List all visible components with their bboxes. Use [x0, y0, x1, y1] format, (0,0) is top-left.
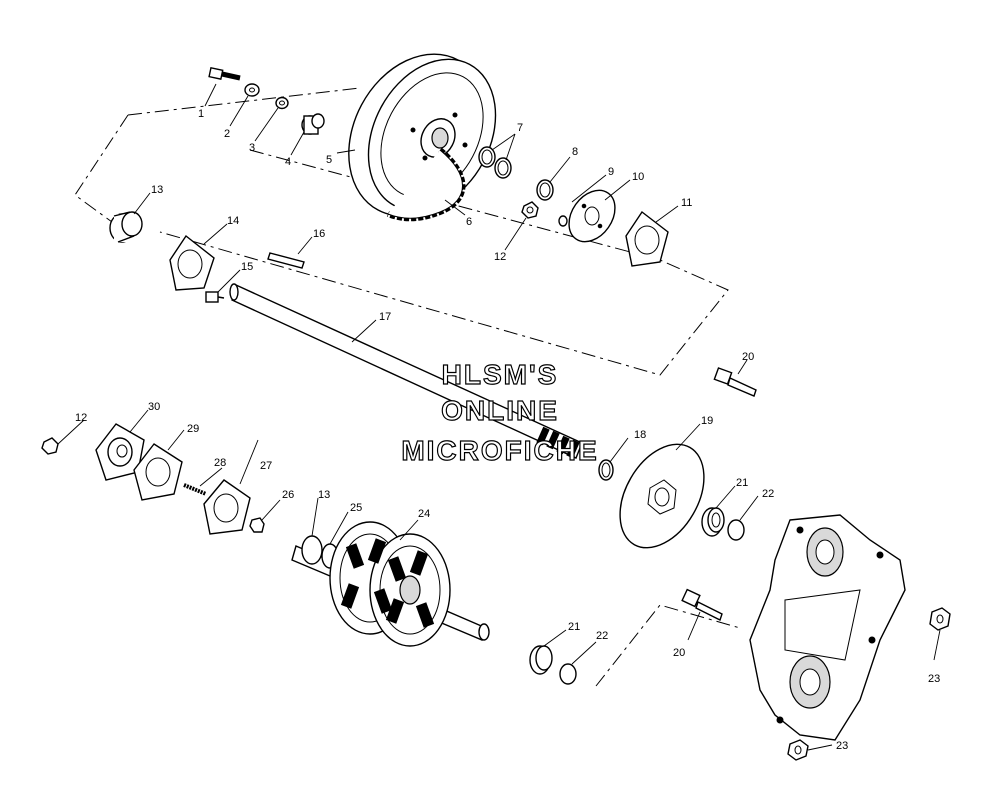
callout-21-lower: 21 [568, 621, 580, 633]
callout-10: 10 [632, 171, 644, 183]
callout-9: 9 [608, 166, 614, 178]
part-10-plate [568, 189, 616, 243]
part-29-gasket [133, 443, 183, 501]
callout-25: 25 [350, 502, 362, 514]
callout-27: 27 [260, 460, 272, 472]
callout-16: 16 [313, 228, 325, 240]
upper-assembly-outline [127, 87, 361, 116]
callout-29: 29 [187, 423, 199, 435]
watermark: HLSM'S ONLINE MICROFICHE [401, 358, 598, 466]
watermark-line-2: ONLINE [441, 395, 559, 426]
callout-22-upper: 22 [762, 488, 774, 500]
part-22-seal-lower [559, 663, 577, 685]
part-27-bearing-flange [203, 479, 251, 535]
part-6-chain [386, 147, 466, 222]
part-11-bearing-flange [625, 210, 669, 267]
part-2-washer [244, 83, 260, 97]
part-22-seal-upper [727, 519, 745, 541]
part-16-key [267, 252, 305, 269]
part-26-nut [249, 517, 265, 533]
part-19-brake-disc [619, 443, 705, 549]
part-21-bearing-lower [529, 645, 553, 675]
part-18-ring [598, 459, 614, 481]
part-17-shaft [229, 283, 583, 459]
lower-outline [595, 604, 741, 687]
callout-20-upper: 20 [742, 351, 754, 363]
watermark-line-3: MICROFICHE [401, 435, 598, 466]
callout-11: 11 [681, 197, 692, 209]
callout-19: 19 [701, 415, 713, 427]
callout-20-lower: 20 [673, 647, 685, 659]
part-14-bearing-flange [169, 234, 215, 291]
part-23-nut-bottom [787, 739, 809, 761]
callout-18: 18 [634, 429, 646, 441]
part-23-nut-right [929, 607, 951, 631]
callout-24: 24 [418, 508, 430, 520]
watermark-line-1: HLSM'S [442, 359, 559, 390]
callout-13-lower: 13 [318, 489, 330, 501]
part-1-bolt [208, 67, 241, 81]
part-21-bearing-upper [701, 507, 725, 537]
callout-8: 8 [572, 146, 578, 158]
callout-7: 7 [517, 122, 523, 134]
part-8-ring [536, 179, 554, 201]
upper-outline-left [74, 114, 129, 223]
callout-17: 17 [379, 311, 391, 323]
shaft-splines [536, 426, 580, 459]
callout-5: 5 [326, 154, 332, 166]
callout-1: 1 [198, 108, 204, 120]
part-24-drive-sprockets [291, 521, 490, 647]
part-12-nut-upper [521, 201, 539, 219]
callout-21-upper: 21 [736, 477, 748, 489]
part-13-bearing-upper [109, 211, 143, 243]
part-20-bolt-upper [713, 367, 757, 397]
part-15-screw [205, 291, 225, 303]
part-4-spacer [301, 113, 325, 135]
part-3-lock-washer [275, 96, 289, 110]
part-12-nut-lower [41, 437, 59, 455]
callout-3: 3 [249, 142, 255, 154]
part-30-cover-plate [95, 423, 145, 481]
callout-14: 14 [227, 215, 239, 227]
callout-30: 30 [148, 401, 160, 413]
sprocket-teeth [340, 538, 435, 628]
callout-28: 28 [214, 457, 226, 469]
callout-4: 4 [285, 156, 291, 168]
callout-13-upper: 13 [151, 184, 163, 196]
callout-23-bottom: 23 [836, 740, 848, 752]
callout-23-right: 23 [928, 673, 940, 685]
upper-outline-right [159, 149, 729, 376]
callout-26: 26 [282, 489, 294, 501]
callout-15: 15 [241, 261, 253, 273]
leader-lines [57, 83, 941, 751]
chaincase-housing [749, 514, 906, 741]
part-9-washer [558, 215, 568, 227]
callout-2: 2 [224, 128, 230, 140]
callout-numbers: 1 2 3 4 5 6 7 8 9 10 11 12 13 14 15 16 1… [75, 108, 940, 752]
callout-22-lower: 22 [596, 630, 608, 642]
part-7-seals [478, 146, 512, 179]
callout-12-upper: 12 [494, 251, 506, 263]
callout-12-lower: 12 [75, 412, 87, 424]
part-28-spring [183, 483, 207, 496]
callout-6: 6 [466, 216, 472, 228]
part-20-bolt-lower [681, 588, 723, 621]
